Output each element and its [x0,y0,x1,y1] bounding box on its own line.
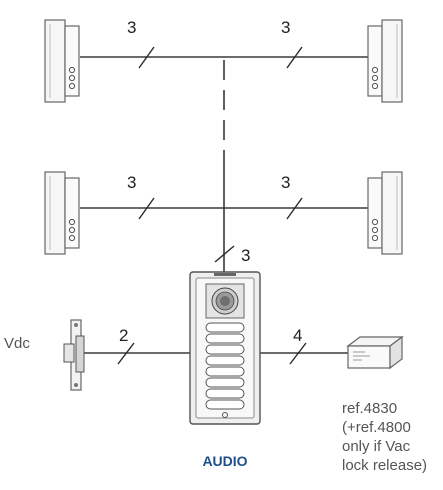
wire-count-mid-left: 3 [127,173,136,192]
slash-mid-left [138,197,155,220]
psu-ref-line-2: (+ref.4800 [342,419,411,436]
wire-count-mid-right: 3 [281,173,290,192]
electric-lock-icon [63,319,85,391]
slash-top-left [138,46,155,69]
handset-mid-left [44,171,80,255]
wire-count-top-right: 3 [281,18,290,37]
handset-top-left [44,19,80,103]
call-buttons [205,322,245,410]
speaker-grille-icon [205,283,245,319]
slash-lock [117,342,135,365]
slash-top-right [286,46,303,69]
power-supply-icon [346,335,404,370]
psu-ref-line-3: only if Vac [342,438,411,455]
wire-count-lock: 2 [119,326,128,345]
handset-mid-right [367,171,403,255]
handset-top-right [367,19,403,103]
psu-ref-line-4: lock release) [342,457,427,474]
slash-riser [214,245,235,263]
slash-psu [289,342,307,365]
wire-count-riser: 3 [241,246,250,265]
panel-title: AUDIO [202,453,247,469]
wire-count-psu: 4 [293,326,302,345]
psu-ref-line-1: ref.4830 [342,400,397,417]
door-entry-panel [189,271,261,425]
vdc-label: Vdc [4,335,30,352]
slash-mid-right [286,197,303,220]
wire-count-top-left: 3 [127,18,136,37]
